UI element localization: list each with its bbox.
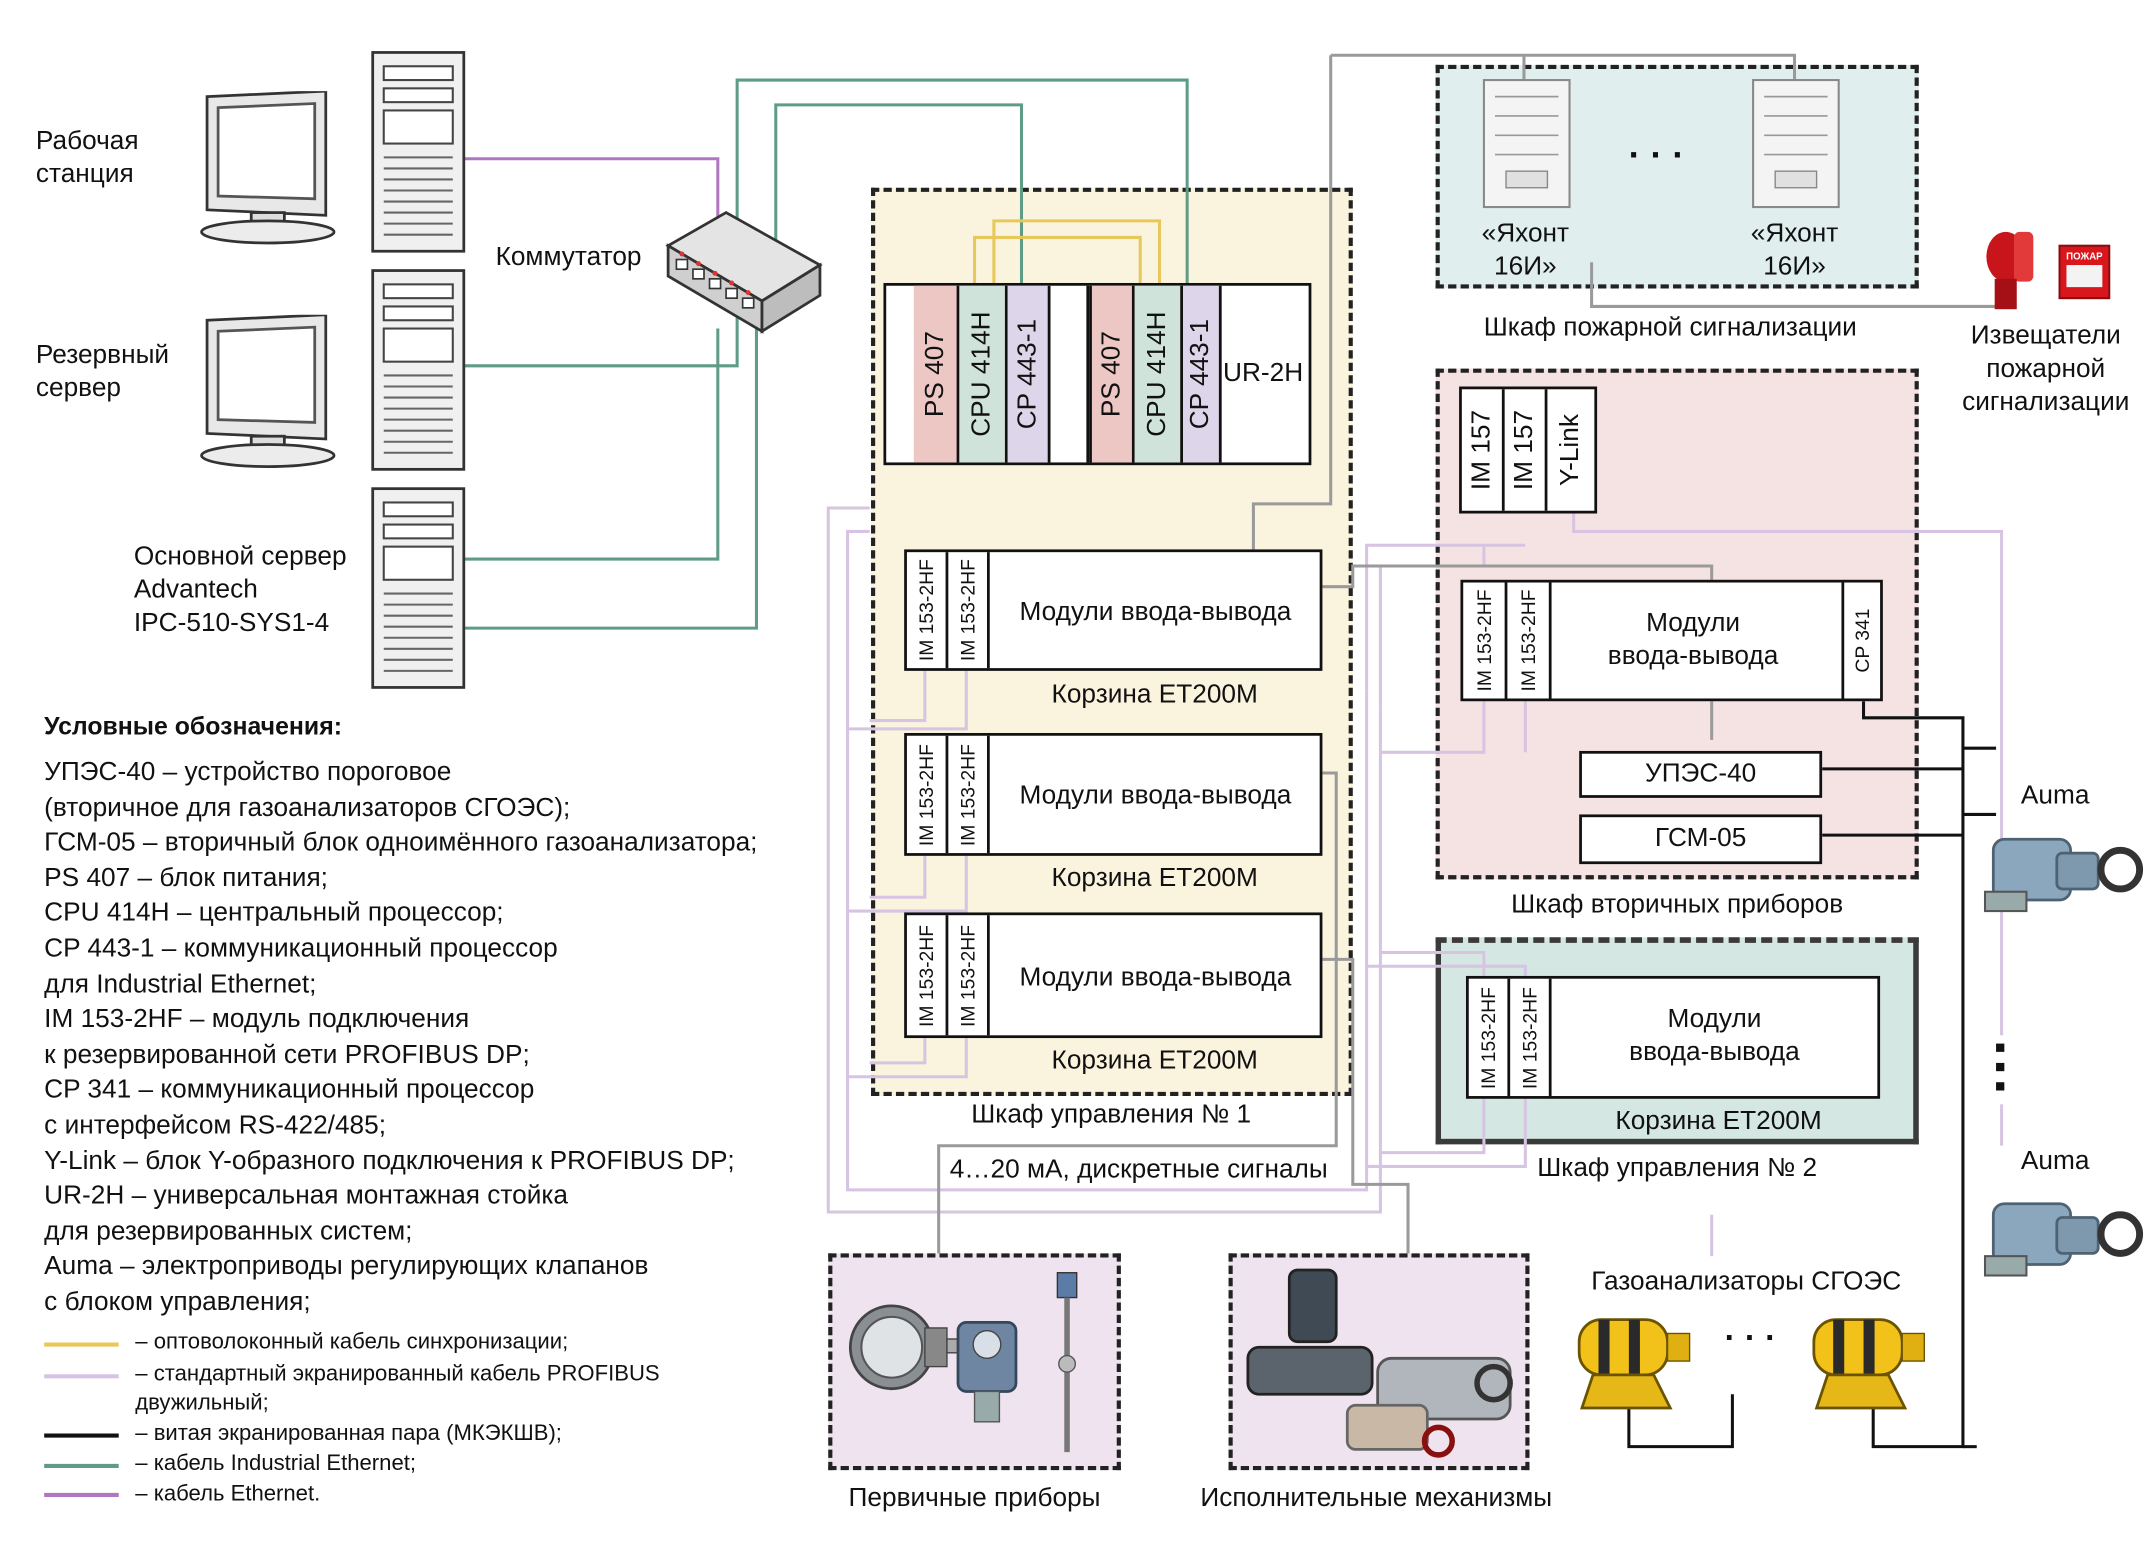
im153-slot: IM 153-2HF xyxy=(948,735,990,854)
legend-line-ethernet: – кабель Ethernet. xyxy=(135,1482,321,1507)
io-modules-label: Модули ввода-вывода xyxy=(1629,1004,1800,1068)
signals-label: 4…20 мА, дискретные сигналы xyxy=(949,1155,1328,1185)
rack-slot-cpu414h: CPU 414H xyxy=(1134,285,1184,463)
secondary-io-basket: IM 153-2HF IM 153-2HF Модули ввода-вывод… xyxy=(1460,579,1883,702)
im153-slot: IM 153-2HF xyxy=(1507,582,1552,699)
fire-call-point-icon: ПОЖАР xyxy=(2058,244,2111,300)
im153-slot: IM 153-2HF xyxy=(1510,978,1552,1097)
rack-label: UR-2H xyxy=(1223,358,1304,388)
im153-slot: IM 153-2HF xyxy=(907,915,949,1036)
auma-actuator-icon xyxy=(1983,837,2144,913)
primary-devices-icon xyxy=(848,1272,1078,1453)
ylink-slot: Y-Link xyxy=(1555,414,1585,486)
monitor-icon xyxy=(200,314,336,468)
rack-ur2h: PS 407 CPU 414H CP 443-1 PS 407 CPU 414H… xyxy=(883,282,1312,466)
server-tower-icon xyxy=(371,487,466,689)
im153-slot: IM 153-2HF xyxy=(948,915,990,1036)
main-server-label: Основной сервер Advantech IPC-510-SYS1-4 xyxy=(133,542,347,638)
legend-line-profibus: – стандартный экранированный кабель PROF… xyxy=(135,1362,660,1415)
legend-line-industrial-ethernet: – кабель Industrial Ethernet; xyxy=(135,1452,416,1476)
workstation-label: Рабочая станция xyxy=(35,126,139,190)
auma-label: Auma xyxy=(2020,1147,2090,1177)
fire-unit-1-label: «Яхонт 16И» xyxy=(1481,219,1570,282)
auma-dots xyxy=(1996,1043,2007,1091)
basket-name: Корзина ET200M xyxy=(1051,864,1258,894)
gas-analyzers-dots: · · · xyxy=(1724,1319,1777,1357)
et200m-basket-2: IM 153-2HF IM 153-2HF Модули ввода-вывод… xyxy=(904,732,1323,856)
fire-panel-yakhont-icon xyxy=(1482,79,1571,209)
switch-label: Коммутатор xyxy=(495,242,642,272)
gas-analyzer-icon xyxy=(1812,1318,1925,1410)
rack-slot-cp443: CP 443-1 xyxy=(1007,285,1051,463)
fire-unit-2-label: «Яхонт 16И» xyxy=(1750,219,1839,282)
et200m-basket-1: IM 153-2HF IM 153-2HF Модули ввода-вывод… xyxy=(904,549,1323,671)
fire-siren-icon xyxy=(1986,231,2034,310)
legend-line-fibre: – оптоволоконный кабель синхронизации; xyxy=(135,1330,569,1355)
fire-cabinet-label: Шкаф пожарной сигнализации xyxy=(1483,313,1857,343)
actuators-label: Исполнительные механизмы xyxy=(1200,1483,1553,1513)
io-modules-label: Модули ввода-вывода xyxy=(1019,597,1292,627)
fire-detectors-label: Извещатели пожарной сигнализации xyxy=(1962,321,2130,417)
fire-panel-yakhont-icon xyxy=(1752,79,1840,209)
cp341-slot: CP 341 xyxy=(1841,582,1880,699)
gsm05-box: ГСМ-05 xyxy=(1579,814,1823,865)
secondary-cabinet-label: Шкаф вторичных приборов xyxy=(1511,890,1844,920)
actuators-icon xyxy=(1246,1268,1513,1458)
gas-analyzers-label: Газоанализаторы СГОЭС xyxy=(1591,1267,1902,1297)
im153-slot: IM 153-2HF xyxy=(907,735,949,854)
server-tower-icon xyxy=(371,51,466,253)
server-tower-icon xyxy=(371,269,466,471)
gas-analyzer-icon xyxy=(1577,1318,1691,1410)
basket-name: Корзина ET200M xyxy=(1615,1107,1822,1137)
auma-label: Auma xyxy=(2020,781,2090,811)
cabinet2-io-basket: IM 153-2HF IM 153-2HF Модули ввода-вывод… xyxy=(1465,975,1881,1099)
primary-devices-label: Первичные приборы xyxy=(848,1483,1101,1513)
fire-units-dots: · · · xyxy=(1628,133,1685,176)
svg-text:ПОЖАР: ПОЖАР xyxy=(2066,252,2103,263)
reserve-server-label: Резервный сервер xyxy=(35,340,170,404)
im153-slot: IM 153-2HF xyxy=(1463,582,1508,699)
cabinet2-label: Шкаф управления № 2 xyxy=(1537,1154,1818,1184)
io-modules-label: Модули ввода-вывода xyxy=(1019,963,1292,993)
basket-name: Корзина ET200M xyxy=(1051,1046,1258,1076)
im157-slot: IM 157 xyxy=(1505,389,1548,511)
rack-slot-ps407: PS 407 xyxy=(913,285,960,463)
im153-slot: IM 153-2HF xyxy=(907,552,949,669)
legend-title: Условные обозначения: xyxy=(44,712,342,740)
rack-slot-cpu414h: CPU 414H xyxy=(959,285,1008,463)
network-switch-icon xyxy=(665,210,823,334)
io-modules-label: Модули ввода-вывода xyxy=(1019,781,1292,811)
rack-slot-ps407: PS 407 xyxy=(1089,285,1135,463)
cabinet1-label: Шкаф управления № 1 xyxy=(971,1100,1252,1130)
im153-slot: IM 153-2HF xyxy=(948,552,990,669)
legend-line-twisted-pair: – витая экранированная пара (МКЭКШВ); xyxy=(135,1421,562,1446)
io-modules-label: Модули ввода-вывода xyxy=(1607,608,1779,671)
im157-slot: IM 157 xyxy=(1462,389,1505,511)
monitor-icon xyxy=(200,91,336,245)
upes40-box: УПЭС-40 xyxy=(1579,750,1823,798)
im157-ylink-block: IM 157 IM 157 Y-Link xyxy=(1459,386,1598,514)
rack-slot-empty xyxy=(1050,285,1090,463)
legend-text: УПЭС-40 – устройство пороговое (вторично… xyxy=(44,757,758,1317)
rack-slot-cp443: CP 443-1 xyxy=(1183,285,1222,463)
auma-actuator-icon xyxy=(1983,1202,2144,1277)
basket-name: Корзина ET200M xyxy=(1051,680,1258,710)
et200m-basket-3: IM 153-2HF IM 153-2HF Модули ввода-вывод… xyxy=(904,912,1323,1039)
im153-slot: IM 153-2HF xyxy=(1469,978,1511,1097)
